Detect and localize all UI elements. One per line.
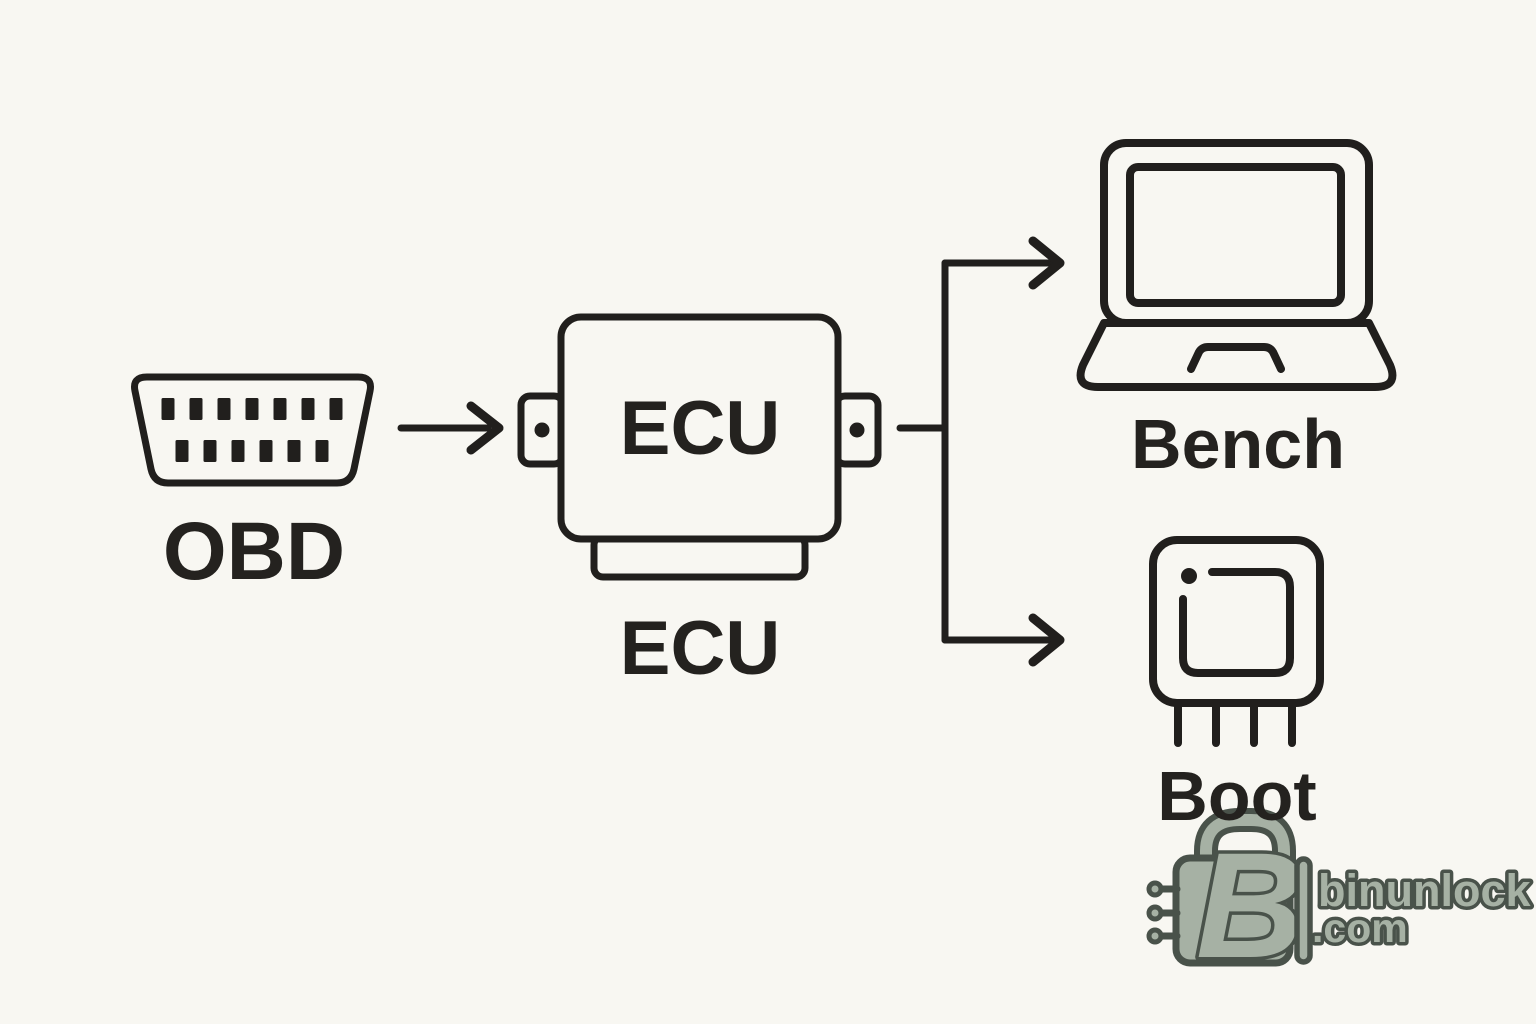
ecu-label: ECU [619, 606, 781, 691]
arrow-obd-to-ecu [397, 401, 504, 455]
watermark-brand: binunlock [1318, 865, 1531, 916]
padlock-icon: B [1146, 808, 1308, 993]
obd-pins-top [161, 398, 343, 420]
watermark-logo: B binunlock .com [1146, 808, 1535, 993]
laptop-icon [1076, 139, 1397, 391]
arrow-ecu-branch [896, 236, 1065, 667]
chip-icon [1149, 536, 1324, 747]
chip-pins [1174, 699, 1296, 747]
obd-connector-icon [131, 373, 374, 487]
ecu-box-icon [517, 313, 882, 581]
ecu-left-mount-dot [534, 422, 550, 438]
ecu-right-mount-dot [849, 422, 865, 438]
circuit-pins-icon [1146, 880, 1181, 945]
ecu-box-text: ECU [619, 386, 781, 471]
watermark-divider [1294, 856, 1313, 965]
boot-label: Boot [1157, 757, 1317, 835]
watermark-tld: .com [1312, 905, 1408, 951]
obd-label: OBD [162, 506, 346, 597]
watermark-letter: B [1196, 821, 1304, 989]
bench-label: Bench [1131, 405, 1345, 483]
obd-pins-bottom [175, 440, 329, 462]
